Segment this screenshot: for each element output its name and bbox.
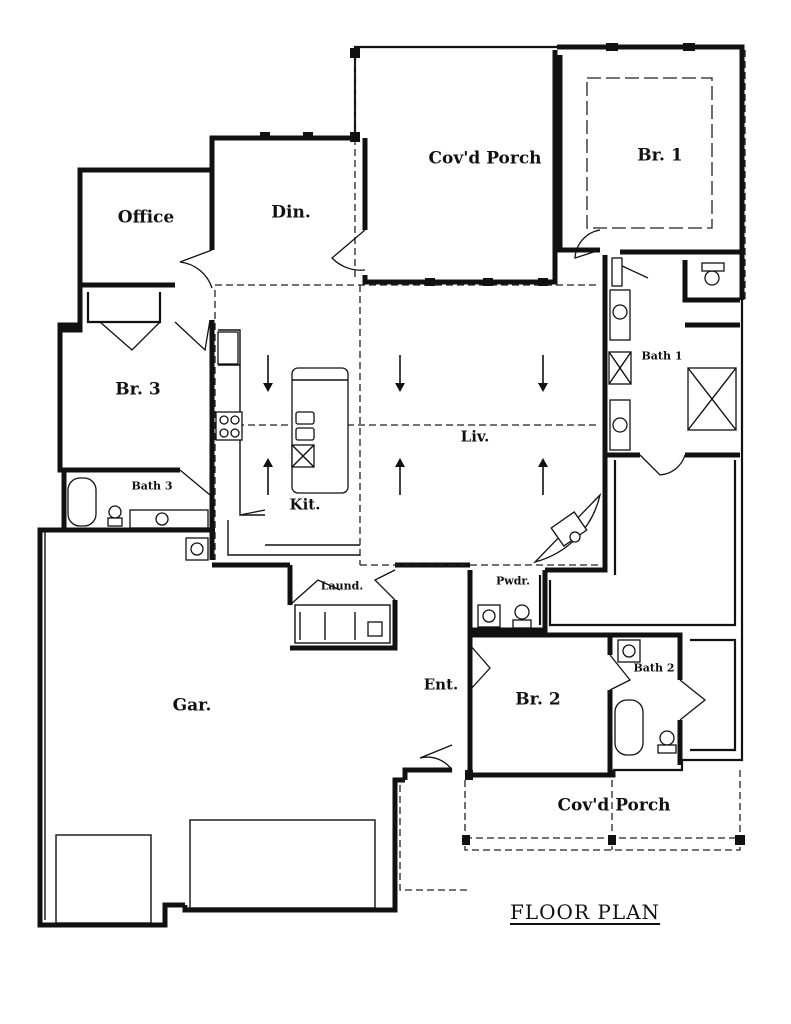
ceiling-lines	[55, 50, 746, 924]
room-label-pwdr: Pwdr.	[495, 574, 531, 588]
room-label-covd-porch-front: Cov'd Porch	[557, 795, 671, 816]
room-label-bath1: Bath 1	[641, 349, 683, 363]
room-label-bath3: Bath 3	[131, 479, 173, 493]
ceiling-arrows	[263, 355, 548, 495]
room-label-br3: Br. 3	[115, 379, 161, 400]
room-label-laund: Laund.	[320, 579, 364, 593]
room-label-office: Office	[117, 207, 175, 228]
room-label-liv: Liv.	[460, 427, 490, 446]
room-label-ent: Ent.	[423, 675, 459, 694]
posts	[260, 43, 745, 845]
room-label-din: Din.	[271, 202, 311, 223]
room-label-bath2: Bath 2	[633, 661, 675, 675]
room-label-gar: Gar.	[172, 695, 212, 716]
room-label-kit: Kit.	[289, 495, 321, 514]
room-label-br1: Br. 1	[637, 145, 683, 166]
floor-plan-title: FLOOR PLAN	[510, 900, 661, 924]
room-label-br2: Br. 2	[515, 689, 561, 710]
fixtures	[67, 257, 737, 756]
interior-walls	[44, 50, 740, 920]
room-label-covd-porch-rear: Cov'd Porch	[428, 148, 542, 169]
